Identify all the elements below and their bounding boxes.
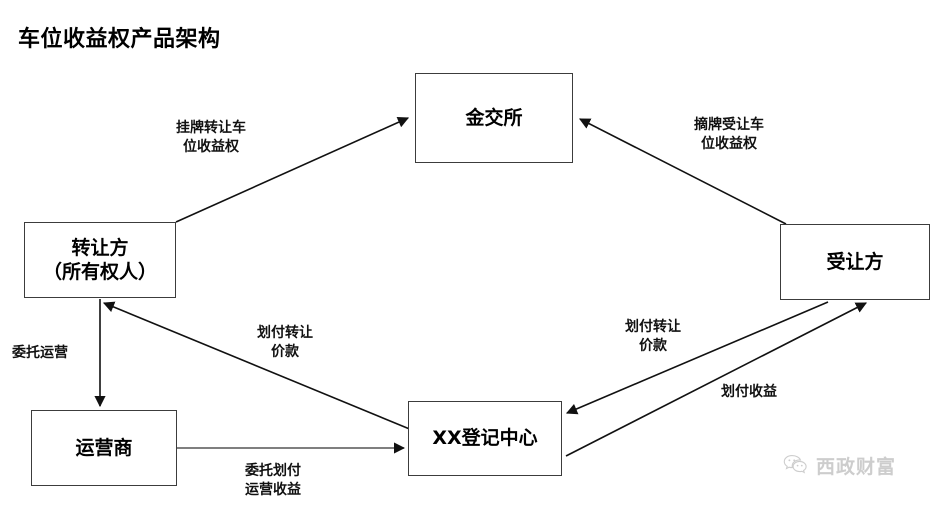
edge-label-yield-line-1: 划付收益 (721, 384, 777, 400)
watermark-text: 西政财富 (816, 456, 897, 478)
watermark: 西政财富 (783, 452, 896, 479)
edge-label-operate-line-1: 委托划付 (245, 463, 301, 479)
node-transferor-label-1: 转让方 (71, 236, 129, 259)
node-operator[interactable]: 运营商 (31, 410, 177, 486)
edge-label-pay-right-line-1: 划付转让 (625, 319, 681, 335)
node-operator-label: 运营商 (75, 436, 133, 459)
edge-delist (579, 118, 787, 225)
edge-label-pay-left-line-2: 价款 (271, 343, 299, 360)
edge-list (175, 117, 410, 223)
edge-label-pay-right: 划付转让 价款 (625, 318, 681, 356)
edge-yield (565, 302, 867, 457)
edge-label-entrust-line-1: 委托运营 (12, 345, 68, 361)
edge-label-delist-line-1: 摘牌受让车 (694, 117, 764, 133)
node-registry[interactable]: XX登记中心 (408, 401, 562, 476)
edge-label-list-line-2: 位收益权 (183, 138, 239, 155)
edge-label-pay-left: 划付转让 价款 (257, 324, 313, 362)
edge-label-delist: 摘牌受让车 位收益权 (694, 116, 764, 154)
node-transferor-label-2: （所有权人） (42, 261, 157, 283)
node-transferee-label: 受让方 (826, 250, 884, 273)
edge-pay-left (102, 301, 413, 431)
edge-pay-right (565, 301, 829, 415)
edge-label-list: 挂牌转让车 位收益权 (176, 119, 246, 157)
edge-label-delist-line-2: 位收益权 (701, 135, 757, 152)
edge-label-entrust: 委托运营 (12, 344, 68, 363)
edge-label-yield: 划付收益 (721, 383, 777, 402)
node-transferee[interactable]: 受让方 (780, 224, 930, 300)
edge-label-list-line-1: 挂牌转让车 (176, 120, 246, 136)
wechat-icon (783, 454, 809, 478)
edge-label-pay-right-line-2: 价款 (639, 337, 667, 354)
page-title: 车位收益权产品架构 (18, 27, 221, 52)
edge-label-operate: 委托划付 运营收益 (245, 462, 301, 500)
node-exchange[interactable]: 金交所 (415, 73, 573, 163)
edge-label-pay-left-line-1: 划付转让 (257, 325, 313, 341)
node-registry-label: XX登记中心 (432, 427, 538, 450)
node-exchange-label: 金交所 (465, 106, 523, 129)
node-transferor[interactable]: 转让方 （所有权人） (24, 222, 176, 298)
edge-label-operate-line-2: 运营收益 (245, 481, 301, 498)
